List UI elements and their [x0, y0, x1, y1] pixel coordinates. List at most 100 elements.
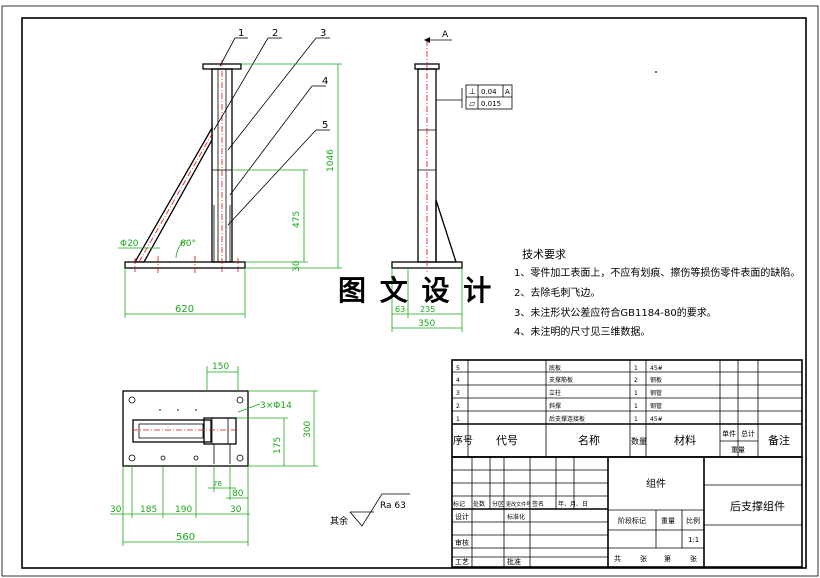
front-view: 1 2 3 4 5 1046 475 30 620 Φ20 60°: [118, 28, 342, 318]
dim-holes: 3×Φ14: [260, 401, 292, 411]
bom-name-1: 后支撑连接板: [549, 415, 585, 423]
rev-sign: 签名: [532, 500, 544, 508]
bom-no-5: 5: [456, 365, 460, 372]
dim-30-right: 30: [230, 505, 242, 515]
bom-mat-4: 钢板: [650, 376, 662, 384]
label-process: 工艺: [455, 558, 469, 566]
bom-header-total: 总计: [741, 429, 755, 438]
dim-235: 235: [420, 305, 435, 314]
label-check: 审核: [455, 538, 469, 547]
tech-title: 技术要求: [522, 248, 566, 261]
roughness-prefix: 其余: [330, 515, 348, 527]
rev-mark: 标记: [453, 500, 465, 508]
bom-header-weight: 重量: [731, 446, 745, 454]
bom-mat-5: 45#: [650, 365, 663, 372]
bom-qty-2: 1: [634, 403, 638, 410]
sheet-no: 第: [664, 554, 671, 563]
tech-note-2: 2、去除毛刺飞边。: [514, 286, 600, 299]
label-approve: 批准: [507, 557, 521, 566]
tech-note-3: 3、未注形状公差应符合GB1184-80的要求。: [514, 306, 717, 319]
bom-no-1: 1: [456, 416, 460, 423]
dim-angle: 60°: [180, 239, 196, 249]
bom-mat-3: 钢管: [650, 389, 662, 397]
dim-30-left: 30: [110, 505, 122, 515]
tech-requirements: 技术要求 1、零件加工表面上，不应有划痕、擦伤等损伤零件表面的缺陷。 2、去除毛…: [514, 248, 800, 338]
bom-header-single: 单件: [722, 429, 736, 438]
plan-view: 150 3×Φ14 300 175 30 185 190 76 80 30 56…: [110, 362, 318, 546]
bom-name-3: 立柱: [549, 389, 561, 397]
dim-30: 30: [292, 260, 302, 272]
balloon-4: 4: [322, 76, 328, 87]
bom-no-2: 2: [456, 403, 460, 410]
tech-note-4: 4、未注明的尺寸见三维数据。: [514, 325, 650, 338]
balloon-2: 2: [272, 28, 278, 39]
scale-value: 1:1: [688, 536, 699, 544]
roughness-value: Ra 63: [380, 501, 406, 511]
plan-base: [122, 390, 249, 467]
tol-symbol-2: ▱: [469, 99, 476, 108]
tol-symbol-1: ⊥: [469, 87, 476, 96]
bom-qty-5: 1: [634, 365, 638, 372]
tol-datum-1: A: [505, 88, 510, 96]
part-name: 后支撑组件: [730, 499, 785, 513]
dim-76: 76: [213, 480, 222, 488]
bom-name-4: 支撑筋板: [549, 376, 573, 384]
stage-label: 阶段标记: [618, 516, 646, 525]
sheet-unit-2: 张: [690, 554, 697, 563]
bom-header-name: 名称: [578, 433, 600, 447]
rev-doc: 更改文件号: [506, 501, 531, 508]
tol-value-2: 0.015: [481, 100, 501, 108]
bom-no-3: 3: [456, 390, 460, 397]
bom-qty-4: 2: [634, 377, 638, 384]
rev-count: 处数: [473, 500, 485, 508]
section-mark: A: [442, 30, 449, 40]
dim-pipe: Φ20: [120, 239, 139, 249]
weight-label: 重量: [661, 517, 675, 525]
title-block: 标记 处数 分区 更改文件号 签名 年、月、日 设计 标准化 审核 工艺 批准 …: [451, 456, 803, 568]
outer-border: [1, 5, 819, 577]
inner-border: [21, 17, 807, 569]
rev-zone: 分区: [492, 500, 504, 508]
bom-qty-1: 1: [634, 416, 638, 423]
sheet-unit-1: 张: [640, 554, 647, 563]
tech-note-1: 1、零件加工表面上，不应有划痕、擦伤等损伤零件表面的缺陷。: [514, 266, 800, 279]
bom-header-remark: 备注: [768, 433, 790, 447]
bom-header-no: 序号: [453, 434, 473, 447]
brace: [133, 125, 213, 263]
bom-header-mat: 材料: [674, 433, 696, 447]
balloon-5: 5: [322, 120, 328, 131]
label-standard: 标准化: [507, 513, 525, 521]
bom-no-4: 4: [456, 377, 460, 384]
bom-header-code: 代号: [496, 434, 518, 447]
roughness-symbol: 其余 Ra 63: [330, 493, 410, 527]
scale-label: 比例: [686, 516, 700, 525]
bom-table: 5 底板 1 45# 4 支撑筋板 2 钢板 3 立柱 1 钢管 2 斜撑 1 …: [451, 359, 803, 458]
base-plate: [124, 261, 246, 269]
bom-header-qty: 数量: [631, 436, 647, 446]
dim-1046: 1046: [326, 149, 336, 172]
dim-560: 560: [176, 532, 195, 543]
balloon-3: 3: [320, 28, 326, 39]
dim-475: 475: [292, 211, 302, 228]
bom-name-5: 底板: [549, 364, 561, 372]
dim-150: 150: [212, 362, 229, 372]
dim-80: 80: [232, 489, 244, 499]
rev-date: 年、月、日: [558, 500, 588, 508]
dim-175: 175: [273, 437, 283, 454]
label-design: 设计: [455, 512, 469, 521]
group-label: 组件: [646, 477, 666, 490]
dim-190: 190: [175, 505, 192, 515]
watermark: 图 文 设 计: [338, 274, 493, 307]
dim-185: 185: [140, 505, 157, 515]
bom-qty-3: 1: [634, 390, 638, 397]
dim-63: 63: [395, 305, 405, 314]
balloon-1: 1: [238, 28, 244, 39]
dim-350: 350: [418, 319, 435, 329]
bom-name-2: 斜撑: [549, 402, 561, 410]
bom-mat-1: 45#: [650, 416, 663, 423]
tol-value-1: 0.04: [481, 88, 497, 96]
dim-300: 300: [303, 421, 313, 438]
side-view: A ⊥ 0.04 A ▱ 0.015 63 235 350: [391, 30, 657, 332]
dim-620: 620: [175, 304, 194, 315]
